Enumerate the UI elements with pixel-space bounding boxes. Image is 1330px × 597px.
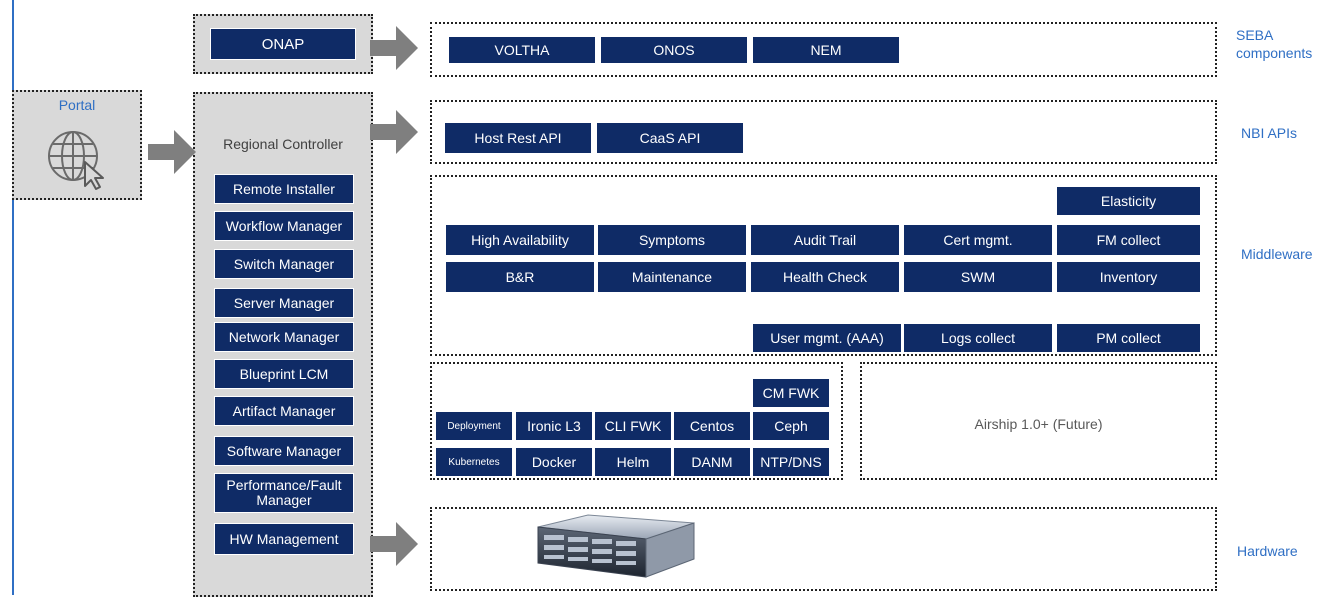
nbi-apis-box: Host Rest API CaaS API bbox=[430, 100, 1217, 164]
network-manager[interactable]: Network Manager bbox=[214, 322, 354, 352]
middleware-label: Middleware bbox=[1241, 246, 1313, 262]
pm-collect[interactable]: PM collect bbox=[1056, 323, 1201, 353]
seba-components-label: SEBA components bbox=[1236, 27, 1313, 61]
danm[interactable]: DANM bbox=[673, 447, 751, 477]
cert-mgmt[interactable]: Cert mgmt. bbox=[903, 224, 1053, 256]
inventory[interactable]: Inventory bbox=[1056, 261, 1201, 293]
nem[interactable]: NEM bbox=[752, 36, 900, 64]
arrow-right-icon bbox=[370, 522, 418, 566]
caas-api[interactable]: CaaS API bbox=[596, 122, 744, 154]
nbi-apis-label: NBI APIs bbox=[1241, 125, 1298, 141]
ceph[interactable]: Ceph bbox=[752, 411, 830, 441]
maintenance[interactable]: Maintenance bbox=[597, 261, 747, 293]
remote-installer[interactable]: Remote Installer bbox=[214, 174, 354, 204]
arrow-right-icon bbox=[148, 130, 196, 174]
regional-controller-box: Regional Controller Remote Installer Wor… bbox=[193, 92, 373, 597]
health-check[interactable]: Health Check bbox=[750, 261, 900, 293]
workflow-manager[interactable]: Workflow Manager bbox=[214, 211, 354, 241]
centos[interactable]: Centos bbox=[673, 411, 751, 441]
fm-collect[interactable]: FM collect bbox=[1056, 224, 1201, 256]
regional-controller-title: Regional Controller bbox=[223, 136, 343, 152]
seba-components-box: VOLTHA ONOS NEM bbox=[430, 22, 1217, 77]
onap-button[interactable]: ONAP bbox=[210, 28, 356, 60]
portal-label: Portal bbox=[58, 97, 96, 113]
docker[interactable]: Docker bbox=[515, 447, 593, 477]
server-chassis-image bbox=[537, 514, 695, 578]
airship-box: Airship 1.0+ (Future) bbox=[860, 362, 1217, 480]
server-manager[interactable]: Server Manager bbox=[214, 288, 354, 318]
switch-manager[interactable]: Switch Manager bbox=[214, 249, 354, 279]
hardware-label: Hardware bbox=[1237, 543, 1298, 559]
cm-fwk[interactable]: CM FWK bbox=[752, 378, 830, 408]
ironic-l3[interactable]: Ironic L3 bbox=[515, 411, 593, 441]
onap-box: ONAP bbox=[193, 14, 373, 74]
elasticity[interactable]: Elasticity bbox=[1056, 186, 1201, 216]
ntp-dns[interactable]: NTP/DNS bbox=[752, 447, 830, 477]
high-availability[interactable]: High Availability bbox=[445, 224, 595, 256]
blueprint-lcm[interactable]: Blueprint LCM bbox=[214, 359, 354, 389]
hardware-box bbox=[430, 507, 1217, 591]
cli-fwk[interactable]: CLI FWK bbox=[594, 411, 672, 441]
left-border-line bbox=[12, 0, 14, 595]
helm[interactable]: Helm bbox=[594, 447, 672, 477]
globe-cursor-icon bbox=[48, 131, 104, 190]
hw-management[interactable]: HW Management bbox=[214, 523, 354, 555]
swm[interactable]: SWM bbox=[903, 261, 1053, 293]
onos[interactable]: ONOS bbox=[600, 36, 748, 64]
deployment[interactable]: Deployment bbox=[435, 411, 513, 441]
audit-trail[interactable]: Audit Trail bbox=[750, 224, 900, 256]
artifact-manager[interactable]: Artifact Manager bbox=[214, 396, 354, 426]
kubernetes[interactable]: Kubernetes bbox=[435, 447, 513, 477]
airship-label: Airship 1.0+ (Future) bbox=[974, 416, 1103, 432]
software-manager[interactable]: Software Manager bbox=[214, 436, 354, 466]
middleware-box: Elasticity High Availability Symptoms Au… bbox=[430, 175, 1217, 356]
host-rest-api[interactable]: Host Rest API bbox=[444, 122, 592, 154]
performance-fault-manager[interactable]: Performance/Fault Manager bbox=[214, 473, 354, 513]
backup-restore[interactable]: B&R bbox=[445, 261, 595, 293]
portal-box[interactable]: Portal bbox=[12, 90, 142, 200]
user-mgmt-aaa[interactable]: User mgmt. (AAA) bbox=[752, 323, 902, 353]
arrow-right-icon bbox=[370, 26, 418, 70]
voltha[interactable]: VOLTHA bbox=[448, 36, 596, 64]
platform-box: CM FWK Deployment Ironic L3 CLI FWK Cent… bbox=[430, 362, 843, 480]
symptoms[interactable]: Symptoms bbox=[597, 224, 747, 256]
arrow-right-icon bbox=[370, 110, 418, 154]
logs-collect[interactable]: Logs collect bbox=[903, 323, 1053, 353]
